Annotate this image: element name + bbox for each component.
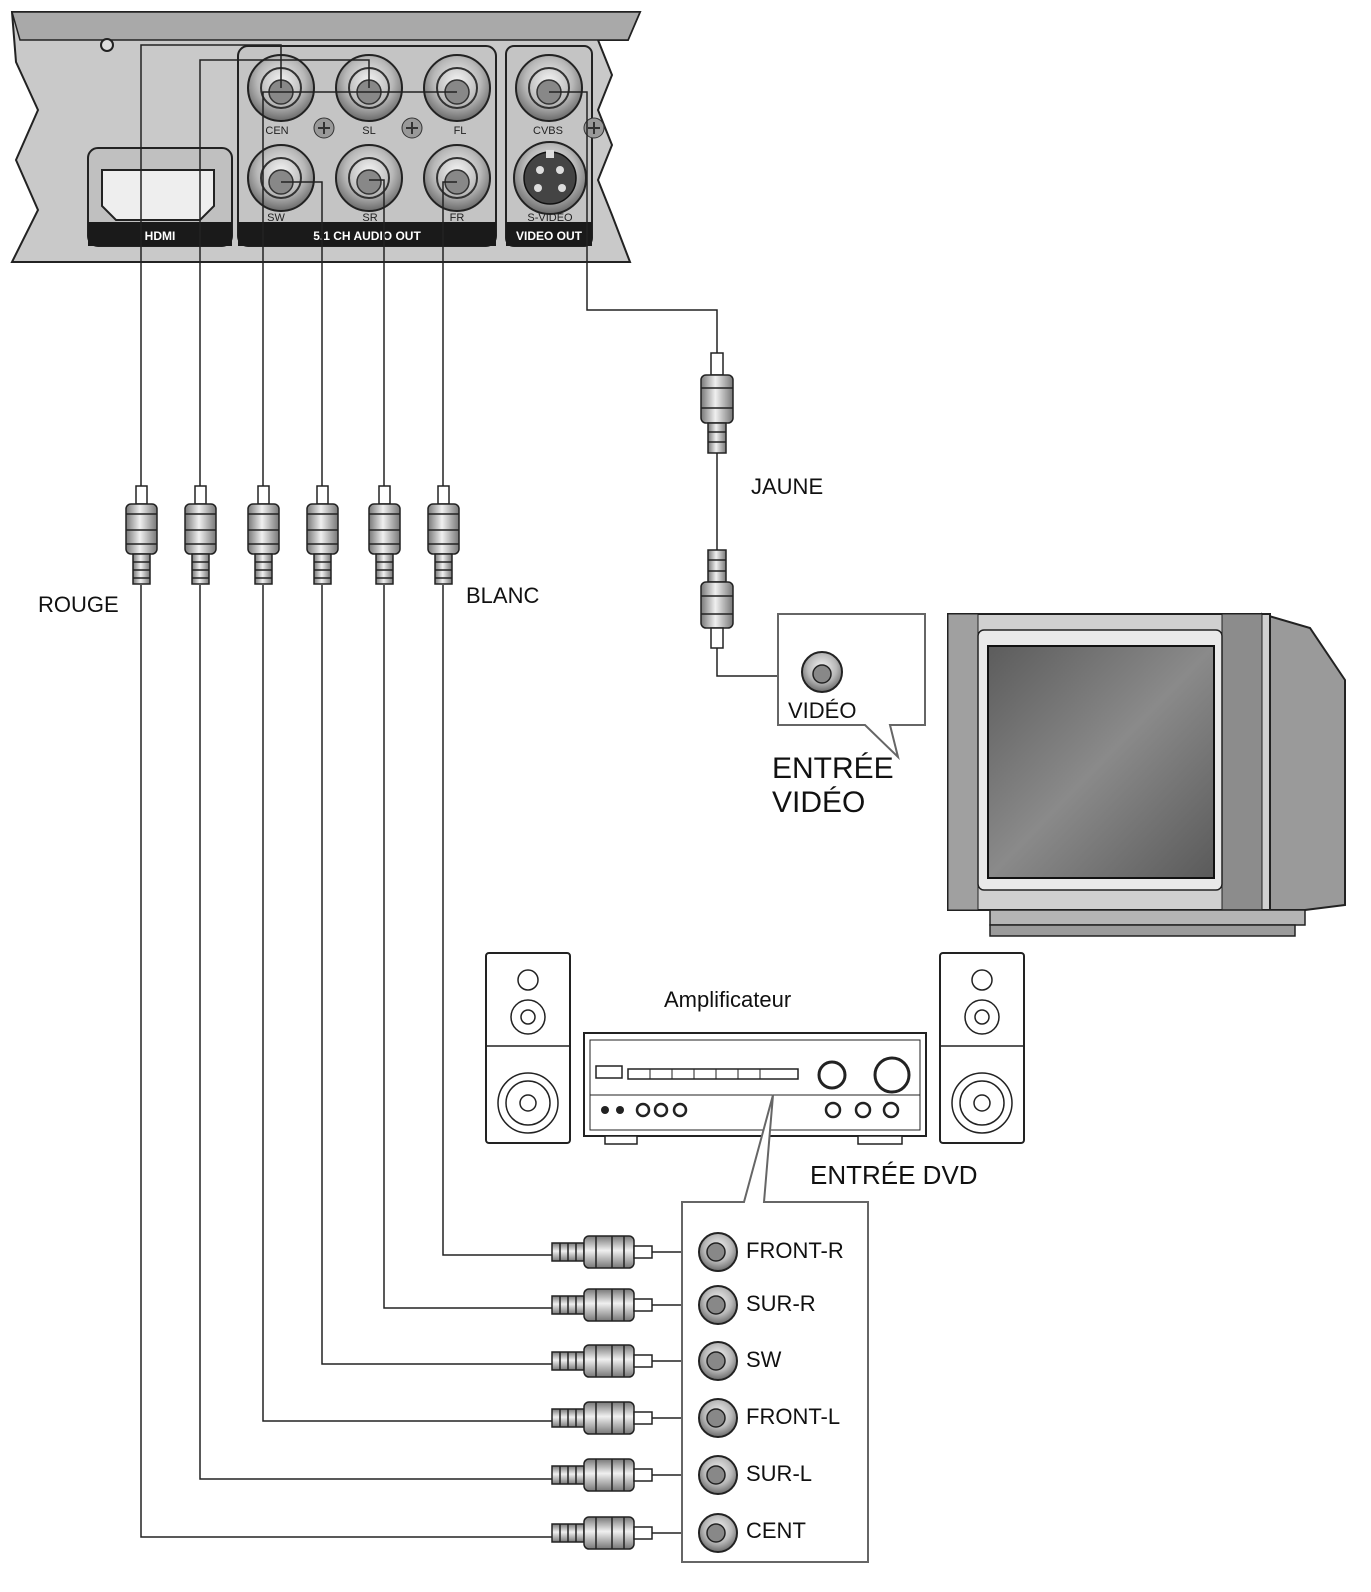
section-label-video: VIDEO OUT — [516, 229, 583, 243]
rca-plug-horizontal — [551, 1458, 653, 1492]
tv-input-line2: VIDÉO — [772, 786, 866, 819]
cable-label-white: BLANC — [466, 583, 540, 608]
cable-label-red: ROUGE — [38, 592, 119, 617]
jack-label-cvbs: CVBS — [533, 125, 563, 137]
rca-plug-horizontal — [551, 1288, 653, 1322]
amp-input-label-sur-l: SUR-L — [746, 1461, 813, 1486]
amp-input-label-cent: CENT — [746, 1518, 806, 1543]
rca-plug-vertical — [184, 485, 217, 585]
rca-plug-video-lower — [700, 549, 734, 649]
rca-plug-video-upper — [700, 352, 734, 454]
amp-input-callout — [681, 1094, 869, 1563]
tv-jack-label: VIDÉO — [788, 698, 857, 723]
jack-label-fr: FR — [450, 212, 465, 224]
amp-input-jack — [698, 1455, 738, 1495]
tv-input-line1: ENTRÉE — [772, 752, 894, 785]
amp-input-label-front-l: FRONT-L — [746, 1404, 841, 1429]
rca-plug-vertical — [247, 485, 280, 585]
amp-input-jack — [698, 1513, 738, 1553]
rca-plug-vertical — [125, 485, 158, 585]
amp-input-label-front-r: FRONT-R — [746, 1238, 844, 1263]
rca-jack-sw — [247, 144, 315, 212]
jack-label-sl: SL — [362, 125, 375, 137]
amp-input-label-sw: SW — [746, 1347, 782, 1372]
rca-plug-vertical — [427, 485, 460, 585]
rca-plug-horizontal — [551, 1516, 653, 1550]
amp-input-jack — [698, 1398, 738, 1438]
tv-screen — [987, 645, 1215, 879]
rca-jack-cvbs — [515, 54, 583, 122]
jack-label-cen: CEN — [265, 125, 288, 137]
video-cable-plugs — [700, 352, 734, 649]
jack-label-sw: SW — [267, 212, 285, 224]
rca-jack-fl — [423, 54, 491, 122]
jack-label-svideo: S-VIDEO — [527, 212, 573, 224]
amp-input-jack — [698, 1341, 738, 1381]
rca-jack-fr — [423, 144, 491, 212]
left-speaker — [485, 952, 571, 1144]
cable-label-yellow: JAUNE — [751, 474, 824, 499]
amp-input-title: ENTRÉE DVD — [810, 1160, 978, 1190]
rca-plug-vertical — [306, 485, 339, 585]
rca-plug-horizontal — [551, 1235, 653, 1269]
jack-label-sr: SR — [362, 212, 377, 224]
amp-input-jack — [698, 1285, 738, 1325]
right-speaker — [939, 952, 1025, 1144]
amplifier-title: Amplificateur — [664, 987, 792, 1012]
tv-input-title: ENTRÉE VIDÉO — [772, 752, 894, 820]
rca-plug-vertical — [368, 485, 401, 585]
section-label-hdmi: HDMI — [145, 229, 176, 243]
rca-plug-horizontal — [551, 1401, 653, 1435]
rca-plug-horizontal — [551, 1344, 653, 1378]
cable-wires — [140, 44, 822, 1538]
screw-icon — [100, 38, 114, 52]
horizontal-rca-plugs — [551, 1235, 653, 1550]
hdmi-port — [87, 147, 233, 247]
dvd-player-panel: CEN SL FL SW SR FR CVBS S-VIDEO HDMI 5.1… — [10, 11, 642, 263]
television — [947, 612, 1346, 937]
section-label-audio: 5.1 CH AUDIO OUT — [313, 229, 421, 243]
vertical-rca-plugs — [125, 485, 460, 585]
screw-icons — [313, 117, 605, 139]
rca-jack-sr — [335, 144, 403, 212]
amp-input-label-sur-r: SUR-R — [746, 1291, 816, 1316]
amplifier-unit — [583, 1032, 927, 1145]
tv-input-callout — [777, 613, 926, 761]
jack-label-fl: FL — [454, 125, 467, 137]
amp-input-jack — [698, 1232, 738, 1272]
